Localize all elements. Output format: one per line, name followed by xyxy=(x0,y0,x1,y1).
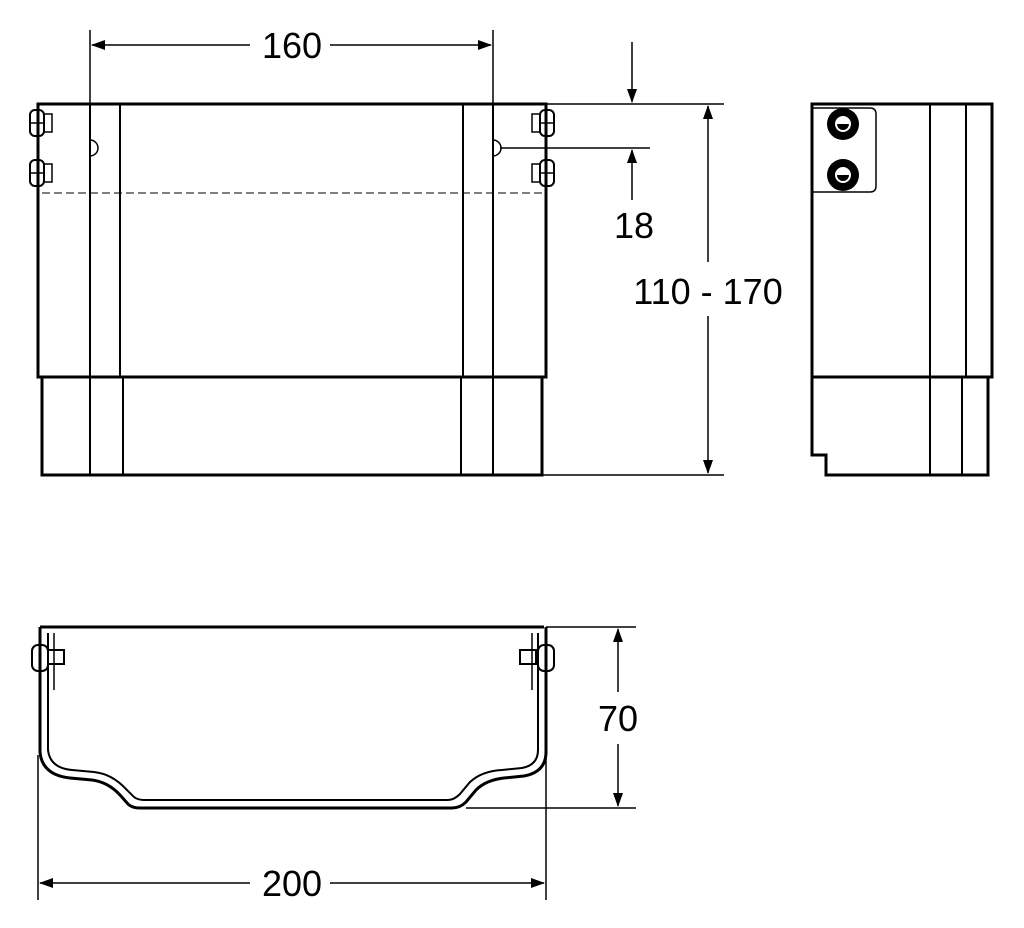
dim-top-width: 160 xyxy=(262,25,322,66)
front-view: 160 xyxy=(29,25,555,477)
side-upper-body xyxy=(810,102,994,379)
front-side-dimensions: 18 110 - 170 xyxy=(500,42,783,476)
dim-overall-width: 200 xyxy=(262,863,322,904)
bolt-icon xyxy=(29,159,53,187)
dim-trough-depth: 70 xyxy=(598,698,638,739)
bolt-icon xyxy=(29,109,53,137)
front-upper-body xyxy=(36,102,548,379)
trough-profile-inner xyxy=(47,633,539,801)
front-lower-body xyxy=(40,375,544,477)
bolt-icon xyxy=(31,644,65,672)
bolt-icon xyxy=(519,644,555,672)
bolt-icon xyxy=(531,159,555,187)
fitting-icon xyxy=(827,159,859,191)
dim-height-range: 110 - 170 xyxy=(633,271,782,312)
fitting-icon xyxy=(827,108,859,140)
side-lower-body xyxy=(810,377,990,477)
bolt-icon xyxy=(531,109,555,137)
side-view xyxy=(810,102,994,477)
trough-section: 70 200 xyxy=(31,625,638,904)
dim-slot-offset: 18 xyxy=(614,205,654,246)
trough-profile-outer xyxy=(38,627,548,810)
